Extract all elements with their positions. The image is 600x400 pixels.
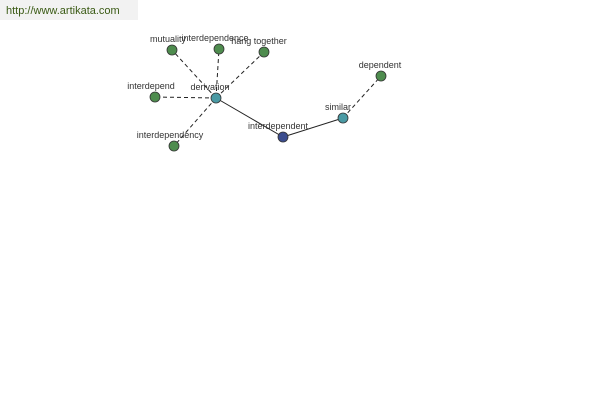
edge-similar-dependent: [342, 75, 382, 119]
node-label[interactable]: interdependence: [181, 33, 248, 43]
node-marker[interactable]: [210, 92, 222, 104]
node-marker[interactable]: [277, 131, 289, 143]
edge-derivation-interdependency: [173, 97, 217, 147]
node-mutuality[interactable]: mutuality: [150, 34, 187, 56]
node-interdependence[interactable]: interdependence: [181, 33, 249, 55]
node-label[interactable]: derivation: [190, 82, 229, 92]
node-label[interactable]: interdepend: [127, 81, 175, 91]
edge-interdependent-derivation: [215, 97, 284, 138]
nodes-layer: interdependent derivation similar dependent…: [127, 33, 402, 152]
node-dependent[interactable]: dependent: [359, 60, 402, 82]
node-marker[interactable]: [149, 91, 161, 103]
node-interdepend[interactable]: interdepend: [127, 81, 175, 103]
node-marker[interactable]: [168, 140, 180, 152]
node-marker[interactable]: [375, 70, 387, 82]
node-marker[interactable]: [337, 112, 349, 124]
edge-derivation-interdepend: [154, 96, 217, 99]
node-label[interactable]: dependent: [359, 60, 402, 70]
url-banner: http://www.artikata.com: [0, 0, 138, 20]
node-marker[interactable]: [258, 46, 270, 58]
node-interdependency[interactable]: interdependency: [137, 130, 204, 152]
edges-layer: [154, 48, 382, 147]
node-label[interactable]: interdependent: [248, 121, 309, 131]
edge-derivation-interdependence: [215, 48, 220, 99]
node-similar[interactable]: similar: [325, 102, 351, 124]
node-label[interactable]: hang together: [231, 36, 287, 46]
edge-interdependent-similar: [282, 117, 344, 138]
node-marker[interactable]: [213, 43, 225, 55]
edge-derivation-mutuality: [171, 49, 217, 99]
site-url-link[interactable]: http://www.artikata.com: [6, 5, 120, 17]
node-label[interactable]: mutuality: [150, 34, 187, 44]
node-marker[interactable]: [166, 44, 178, 56]
node-label[interactable]: interdependency: [137, 130, 204, 140]
node-interdependent[interactable]: interdependent: [248, 121, 309, 143]
node-hang-together[interactable]: hang together: [231, 36, 287, 58]
node-derivation[interactable]: derivation: [190, 82, 230, 104]
node-label[interactable]: similar: [325, 102, 351, 112]
